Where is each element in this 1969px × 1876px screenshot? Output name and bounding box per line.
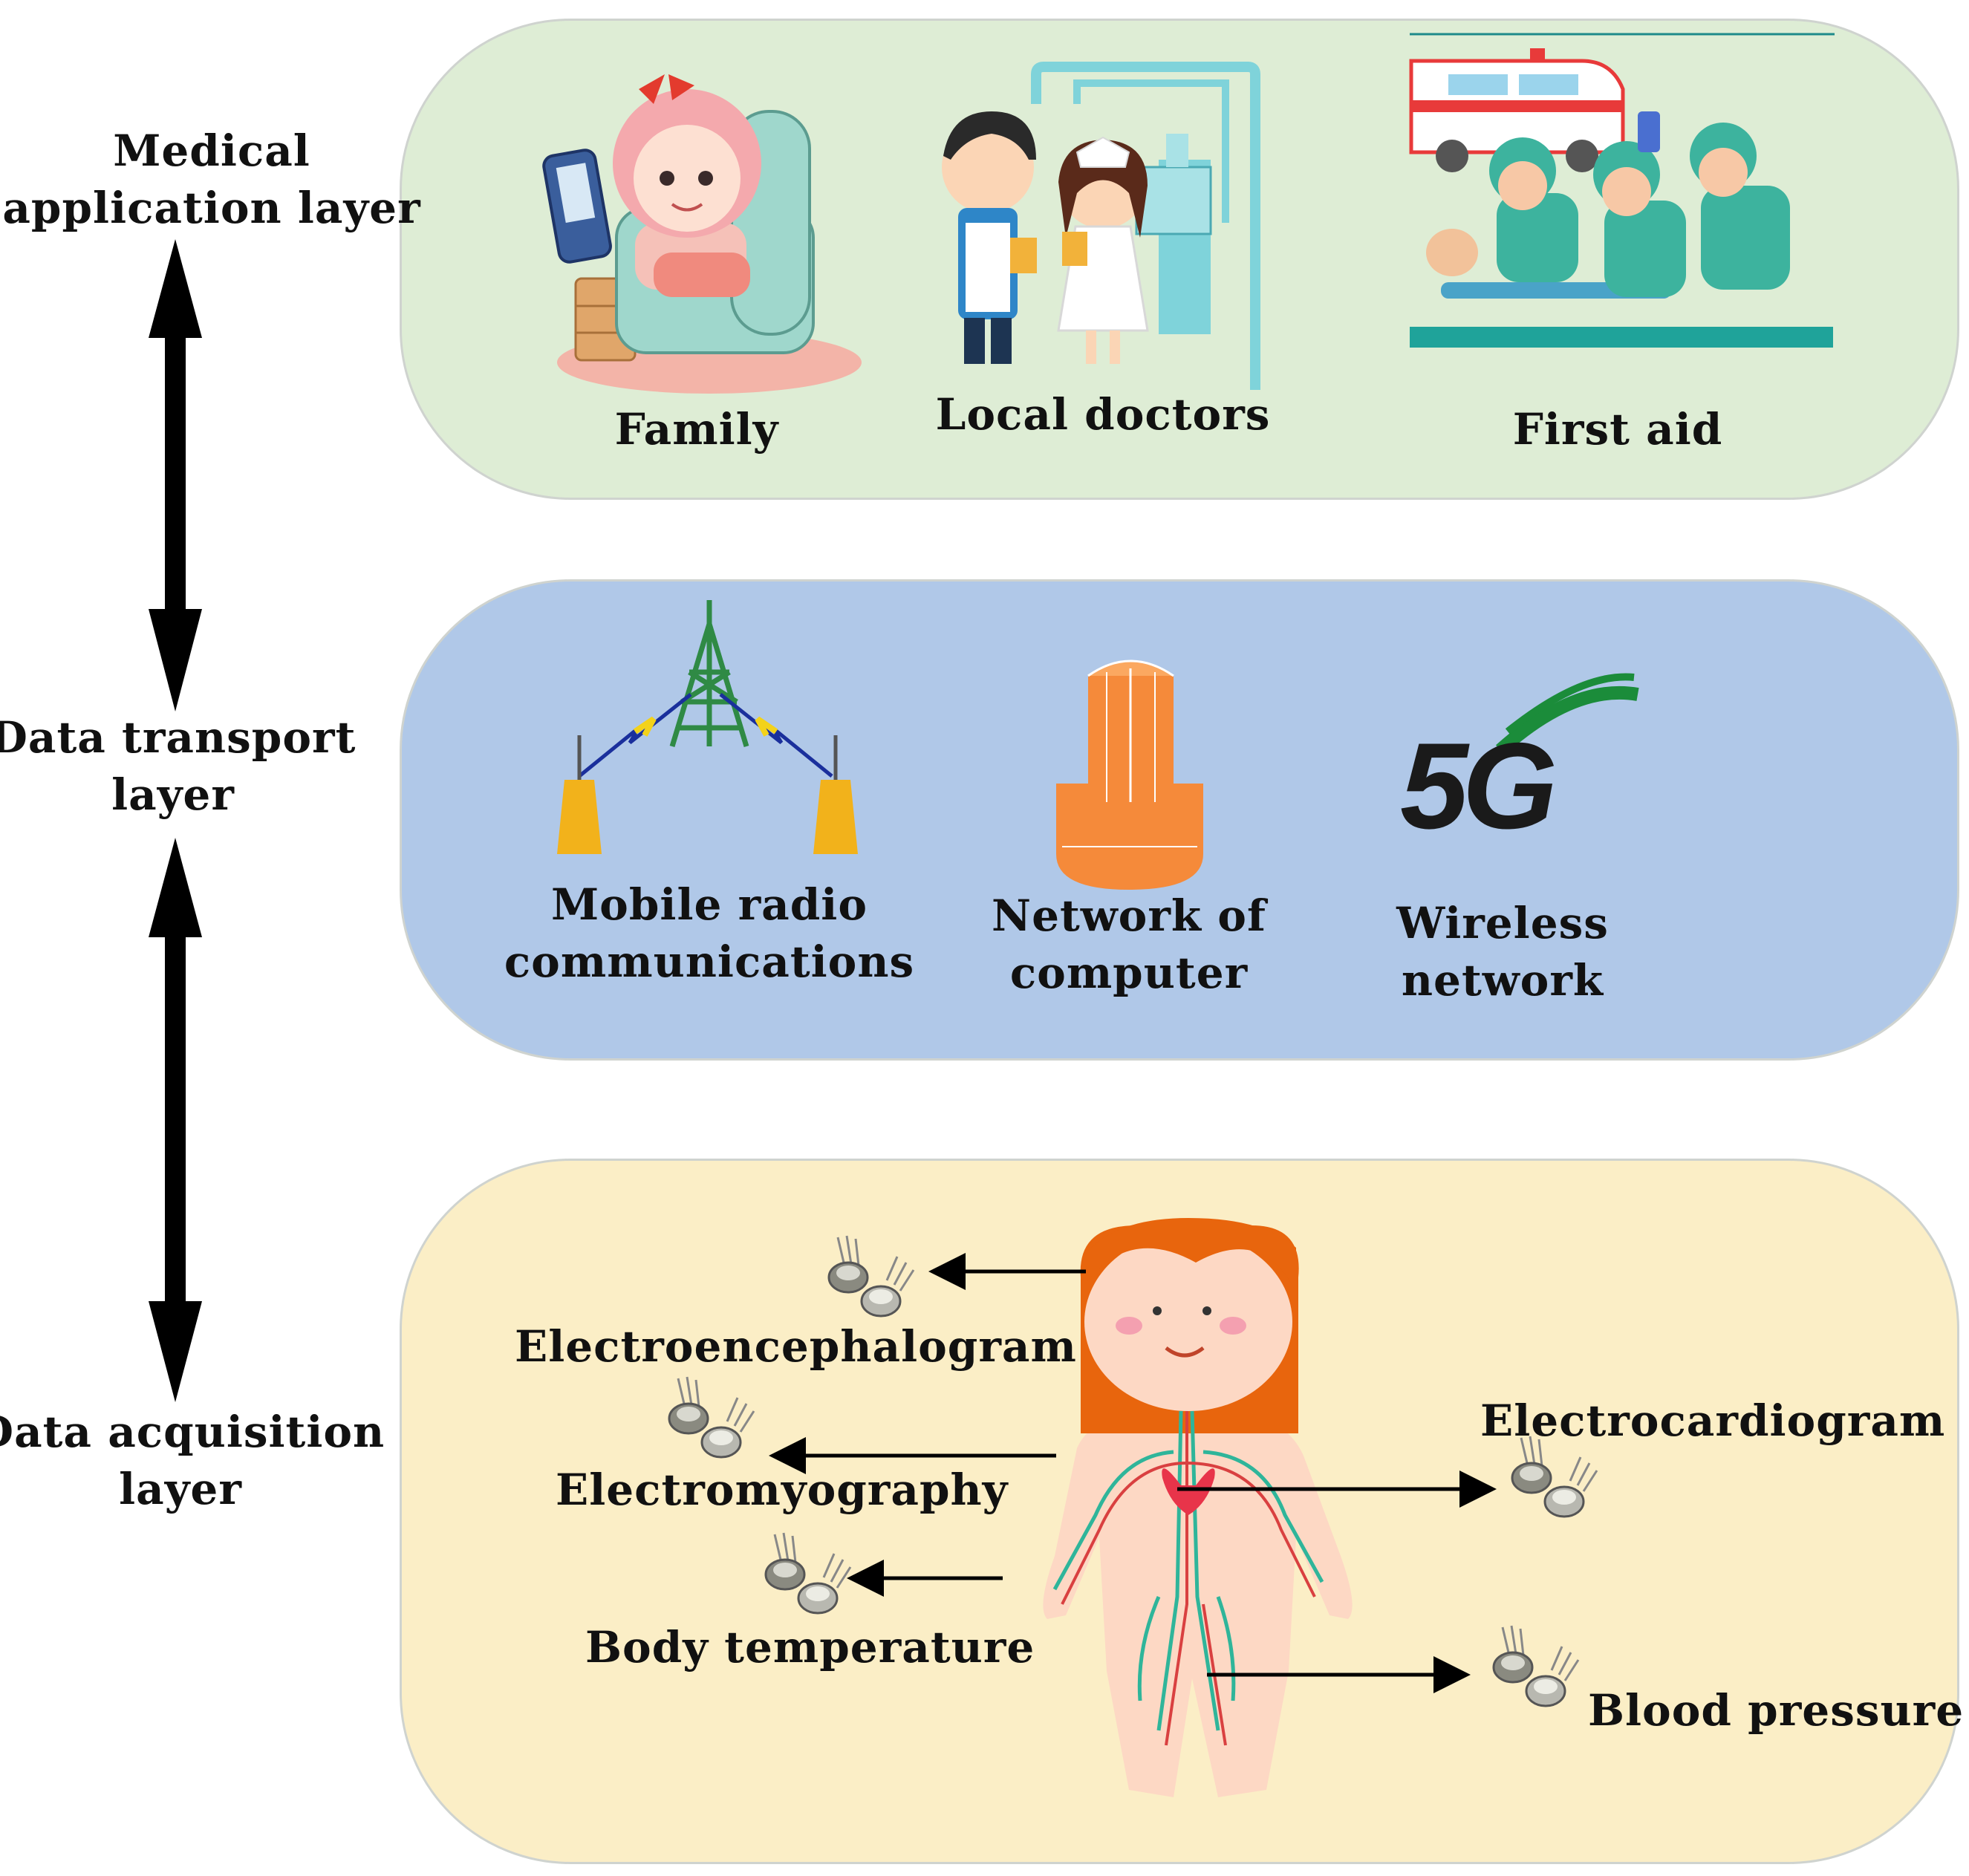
temperature-sensor-icon	[764, 1531, 852, 1615]
medical-application-layer-label: Medical application layer	[2, 126, 421, 233]
mobile-radio-illustration	[557, 600, 858, 854]
first-aid-illustration	[1409, 33, 1835, 348]
local-doctors-illustration	[942, 62, 1260, 390]
arrow-application-transport	[149, 239, 202, 711]
electrocardiogram-label: Electrocardiogram	[1480, 1395, 1946, 1446]
local-doctors-label: Local doctors	[935, 389, 1271, 440]
family-label: Family	[614, 404, 779, 455]
computer-network-illustration	[1056, 659, 1203, 890]
eeg-sensor-icon	[827, 1234, 915, 1318]
wireless-5g-badge: 5G	[1400, 717, 1555, 854]
blood-pressure-sensor-icon	[1492, 1624, 1580, 1707]
arrow-transport-acquisition	[149, 838, 202, 1402]
family-illustration	[542, 74, 862, 394]
wireless-5g-illustration: 5G	[1400, 673, 1639, 854]
wireless-network-label: Wireless network	[1396, 898, 1609, 1006]
network-of-computer-label: Network of computer	[992, 890, 1266, 998]
human-body-figure	[1043, 1218, 1353, 1797]
body-temperature-label: Body temperature	[585, 1622, 1035, 1673]
first-aid-label: First aid	[1512, 404, 1723, 455]
blood-pressure-label: Blood pressure	[1588, 1685, 1965, 1736]
data-transport-layer-label: Data transport layer	[0, 712, 357, 820]
mobile-radio-label: Mobile radio communications	[504, 879, 915, 987]
electromyography-label: Electromyography	[556, 1465, 1009, 1515]
data-acquisition-layer-label: Data acquisition layer	[0, 1407, 385, 1514]
electroencephalogram-label: Electroencephalogram	[515, 1321, 1077, 1372]
emg-sensor-icon	[668, 1375, 755, 1459]
